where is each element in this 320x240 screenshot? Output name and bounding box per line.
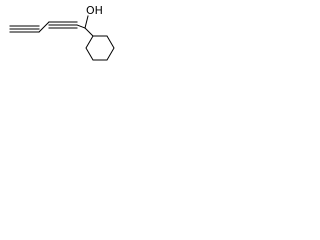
single-bond-to-propargylic-carbon bbox=[38, 21, 50, 33]
structure-diagram: OH bbox=[0, 0, 123, 77]
bond-to-cyclohexyl bbox=[84, 27, 94, 37]
cyclohexane-ring bbox=[85, 35, 115, 61]
bond-to-carbinol-carbon bbox=[76, 24, 86, 29]
terminal-alkyne-bond bbox=[9, 25, 40, 33]
bond-to-hydroxyl bbox=[84, 15, 89, 29]
molecule-structure: OH bbox=[9, 4, 115, 61]
internal-alkyne-bond bbox=[48, 21, 78, 29]
hydroxyl-label: OH bbox=[86, 4, 103, 17]
